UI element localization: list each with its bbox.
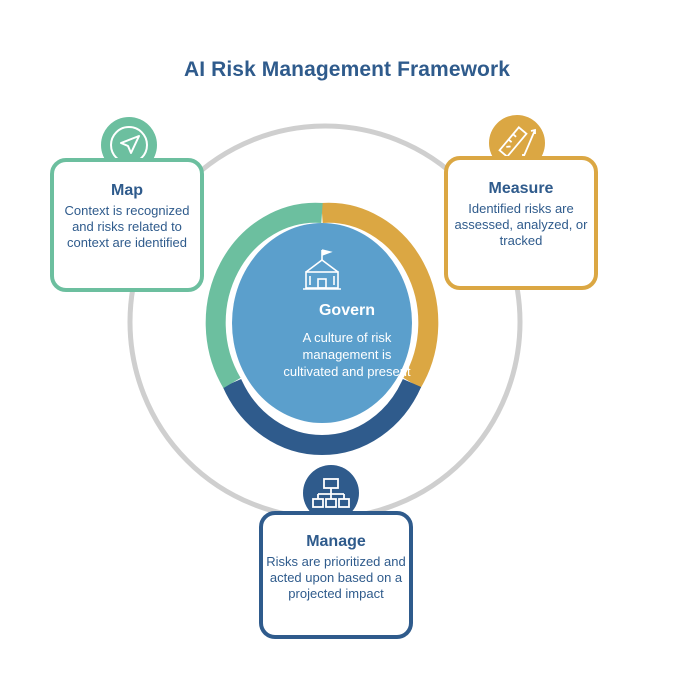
manage-title: Manage xyxy=(306,533,366,550)
measure-card: Measure Identified risks are assessed, a… xyxy=(444,156,598,290)
map-card: Map Context is recognized and risks rela… xyxy=(50,158,204,292)
school-building-icon xyxy=(303,249,341,290)
measure-description: Identified risks are assessed, analyzed,… xyxy=(454,201,588,248)
manage-card: Manage Risks are prioritized and acted u… xyxy=(259,511,413,639)
ring-segment-map xyxy=(205,202,323,389)
ring-segment-manage xyxy=(222,378,422,455)
govern-circle xyxy=(232,223,412,423)
measure-title: Measure xyxy=(488,180,554,197)
core-ring xyxy=(205,202,439,455)
govern-description-wrap: A culture of risk management is cultivat… xyxy=(0,329,694,380)
manage-description: Risks are prioritized and acted upon bas… xyxy=(266,554,406,601)
govern-description: A culture of risk management is cultivat… xyxy=(283,330,411,379)
govern-title: Govern xyxy=(318,302,375,319)
navigation-arrow-icon xyxy=(120,135,140,154)
page-title: AI Risk Management Framework xyxy=(183,58,511,81)
hierarchy-icon xyxy=(312,478,350,508)
map-description: Context is recognized and risks related … xyxy=(64,203,190,250)
ring-segment-measure xyxy=(321,202,439,389)
manage-icon-badge xyxy=(303,465,359,521)
map-title: Map xyxy=(111,182,143,199)
